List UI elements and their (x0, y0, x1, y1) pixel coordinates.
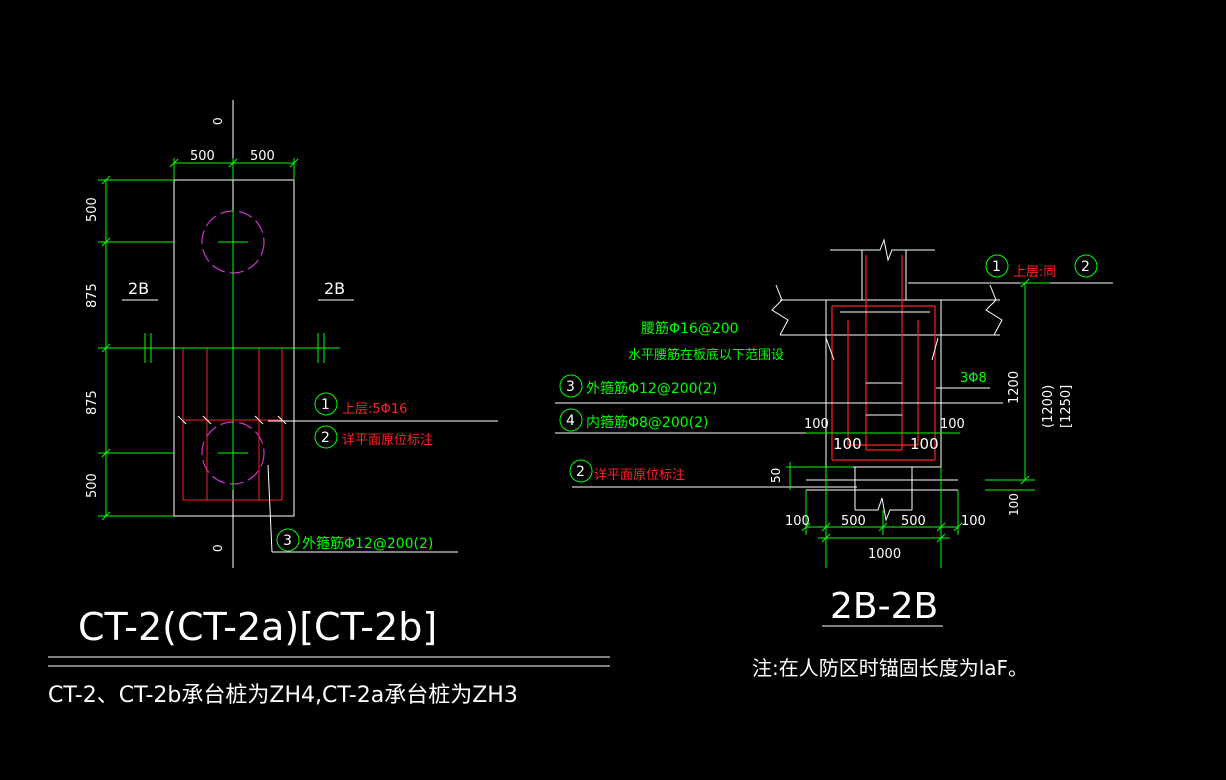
callout-3-circle (276, 528, 300, 552)
sec-callout-1-text: 上层:同 (1013, 265, 1056, 280)
callout-2-text: 详平面原位标注 (342, 433, 433, 448)
plan-callout-circles (276, 392, 338, 552)
dim-1200-paren: (1200) (1041, 385, 1056, 428)
tie-label: 3Φ8 (960, 371, 987, 386)
section-dim-bottom (801, 467, 963, 568)
plan-dim-left-4: 500 (85, 473, 100, 498)
section-view (555, 238, 1113, 627)
sec-callout-2-text: 详平面原位标注 (594, 468, 685, 483)
dim-100-inner-left: 100 (833, 435, 862, 453)
section-note: 注:在人防区时锚固长度为laF。 (752, 656, 1028, 680)
plan-rebar (182, 348, 283, 501)
plan-zero-top: 0 (211, 117, 225, 125)
section-slab (771, 284, 1003, 336)
waist-rebar-note: 水平腰筋在板底以下范围设 (628, 347, 784, 363)
section-ties (825, 311, 939, 416)
section-rebar (831, 255, 936, 461)
plan-dim-top (169, 158, 299, 180)
plan-labels: 500 500 500 875 875 500 0 0 2B 2B 1 上层:5… (85, 117, 433, 552)
plan-dim-left-2: 875 (85, 283, 100, 308)
sec-callout-4-num: 4 (566, 413, 575, 429)
section-mark-left: 2B (128, 279, 149, 298)
plan-dim-top-left: 500 (190, 149, 215, 164)
callout-1-circle (314, 392, 338, 416)
dim-bottom-500-right: 500 (901, 514, 926, 529)
section-title: 2B-2B (830, 586, 938, 627)
dim-100-right: 100 (940, 417, 965, 432)
sec-callout-4-text: 内箍筋Φ8@200(2) (586, 414, 708, 431)
sec-callout-3-num: 3 (566, 379, 575, 395)
dim-100-bottom-right: 100 (1007, 493, 1021, 516)
dim-50: 50 (769, 468, 783, 483)
plan-bar-ticks (177, 415, 287, 425)
callout-2-circle (314, 425, 338, 449)
dim-1200: 1200 (1007, 371, 1022, 404)
dim-bottom-100-right: 100 (961, 514, 986, 529)
section-column (830, 238, 935, 300)
plan-dim-top-right: 500 (250, 149, 275, 164)
callout-3-number: 3 (283, 533, 292, 549)
dim-bottom-100-left: 100 (785, 514, 810, 529)
section-dim-right (985, 278, 1050, 491)
dim-100-inner-right: 100 (910, 435, 939, 453)
drawing-title: CT-2(CT-2a)[CT-2b] (78, 605, 437, 649)
section-labels: 1 上层:同 2 腰筋Φ16@200 水平腰筋在板底以下范围设 3 外箍筋Φ12… (566, 259, 1090, 680)
sec-callout-1-num: 1 (992, 259, 1001, 275)
section-mark-right: 2B (324, 279, 345, 298)
sec-callout-3-text: 外箍筋Φ12@200(2) (586, 380, 717, 397)
waist-rebar-label: 腰筋Φ16@200 (641, 320, 739, 337)
plan-dim-left-1: 500 (85, 197, 100, 222)
sec-callout-2-num: 2 (576, 464, 585, 480)
section-callout-circles (559, 254, 1098, 483)
plan-dim-left-3: 875 (85, 390, 100, 415)
callout-1-number: 1 (321, 397, 330, 413)
callout-3-text: 外箍筋Φ12@200(2) (302, 535, 433, 552)
dim-1000: 1000 (868, 547, 901, 562)
callout-1-text: 上层:5Φ16 (342, 402, 407, 417)
title-block: CT-2(CT-2a)[CT-2b] CT-2、CT-2b承台桩为ZH4,CT-… (48, 605, 610, 708)
drawing-subtitle: CT-2、CT-2b承台桩为ZH4,CT-2a承台桩为ZH3 (48, 683, 518, 708)
sec-callout-1-ref: 2 (1081, 259, 1090, 275)
plan-view (98, 100, 498, 568)
section-cap-outline (825, 299, 942, 468)
section-pile (806, 467, 958, 522)
section-dim-inner (786, 432, 960, 490)
plan-dim-left (98, 175, 174, 521)
callout-2-number: 2 (321, 430, 330, 446)
dim-bottom-500-left: 500 (841, 514, 866, 529)
plan-zero-bottom: 0 (211, 544, 225, 552)
plan-callout-leaders (267, 420, 498, 553)
dim-100-left: 100 (804, 417, 829, 432)
dim-1250-bracket: [1250] (1059, 385, 1074, 428)
